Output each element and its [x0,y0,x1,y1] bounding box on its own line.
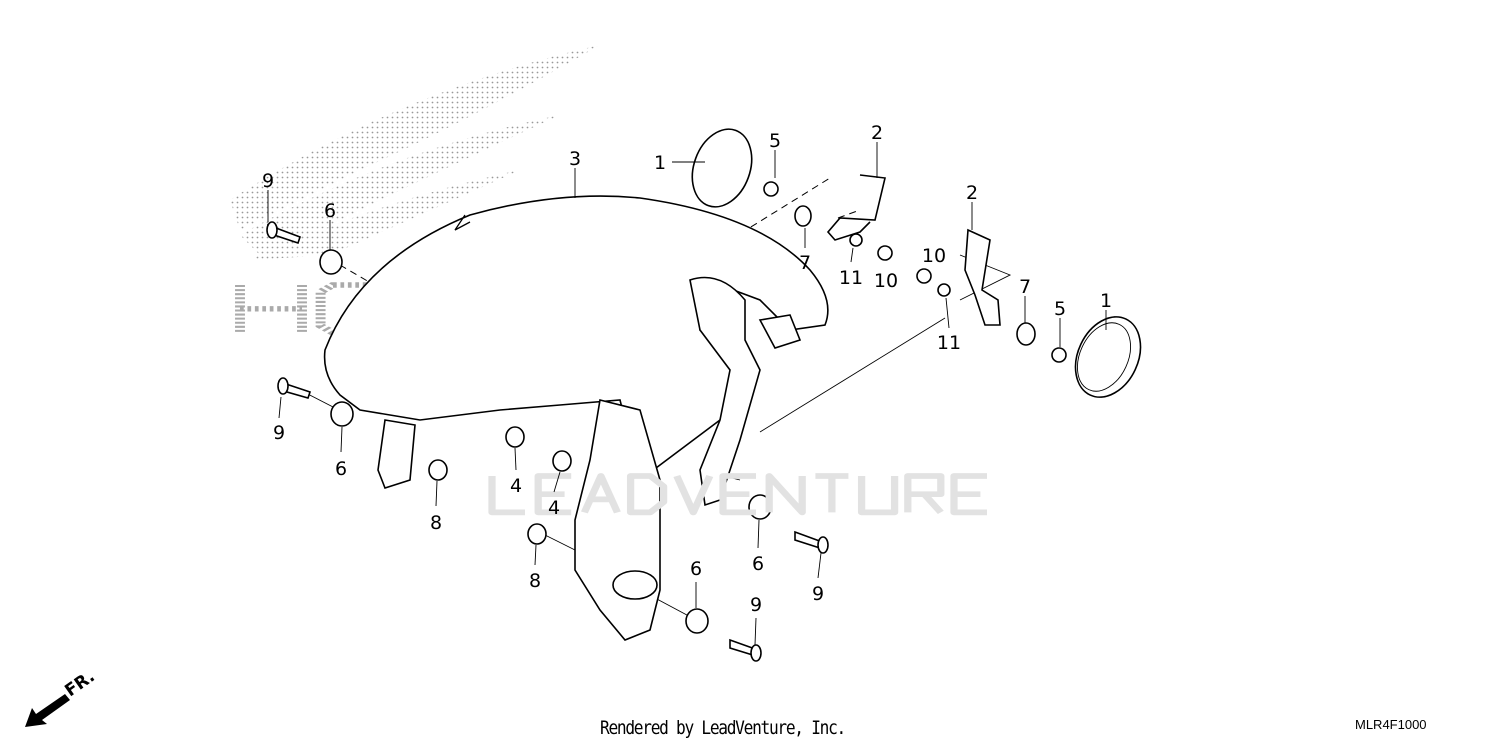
callout[interactable]: 10 [874,270,898,292]
callout[interactable]: 9 [812,583,824,605]
callout[interactable]: 5 [769,130,781,152]
watermark-glyph [765,473,806,516]
fender-lower-arm [574,399,661,641]
watermark-glyph [673,475,714,516]
watermark-glyph [815,473,849,513]
callout[interactable]: 6 [335,458,347,480]
callout[interactable]: 9 [273,422,285,444]
diagram-code: MLR4F1000 [1355,717,1427,732]
watermark-glyph [904,473,945,515]
callout[interactable]: 7 [1019,276,1031,298]
callout[interactable]: 9 [750,594,762,616]
watermark-glyph [626,473,668,516]
watermark-glyph [719,473,756,516]
cover-cap [691,128,753,208]
callout[interactable]: 1 [1100,290,1112,312]
callout[interactable]: 9 [262,170,274,192]
footer-credit: Rendered by LeadVenture, Inc. [600,717,846,739]
callout[interactable]: 11 [937,332,961,354]
honda-wing-watermark [230,45,600,260]
callout[interactable]: 3 [569,148,581,170]
callout[interactable]: 11 [839,267,863,289]
callout[interactable]: 2 [871,122,883,144]
callout[interactable]: 8 [430,512,442,534]
callout[interactable]: 5 [1054,298,1066,320]
watermark-glyph [950,473,987,516]
hardware [266,181,1067,662]
callout[interactable]: 6 [324,200,336,222]
watermark-glyph [534,473,572,516]
bracket [964,228,1001,326]
callout[interactable]: 6 [752,553,764,575]
callout[interactable]: 10 [922,245,946,267]
callout[interactable]: 8 [529,570,541,592]
watermark-glyph [488,476,525,516]
watermark-glyph [580,473,621,514]
leadventure-watermark-logo [488,473,987,516]
front-fender [323,195,829,482]
watermark-glyph [235,285,307,333]
arrow-icon [25,694,70,727]
bracket [826,174,886,241]
fender-bracket [377,419,416,489]
callout[interactable]: 6 [690,558,702,580]
callout[interactable]: 4 [548,497,560,519]
callout[interactable]: 4 [510,475,522,497]
callout[interactable]: 7 [799,252,811,274]
cover-cap [1074,316,1142,398]
fender-stay [689,276,761,507]
callout[interactable]: 2 [966,182,978,204]
callouts: 1 5 2 3 9 6 2 10 10 7 11 7 5 1 11 9 6 8 … [262,122,1112,616]
callout[interactable]: 1 [654,152,666,174]
front-direction-indicator: FR. [20,667,120,736]
watermark-glyph [857,476,899,516]
